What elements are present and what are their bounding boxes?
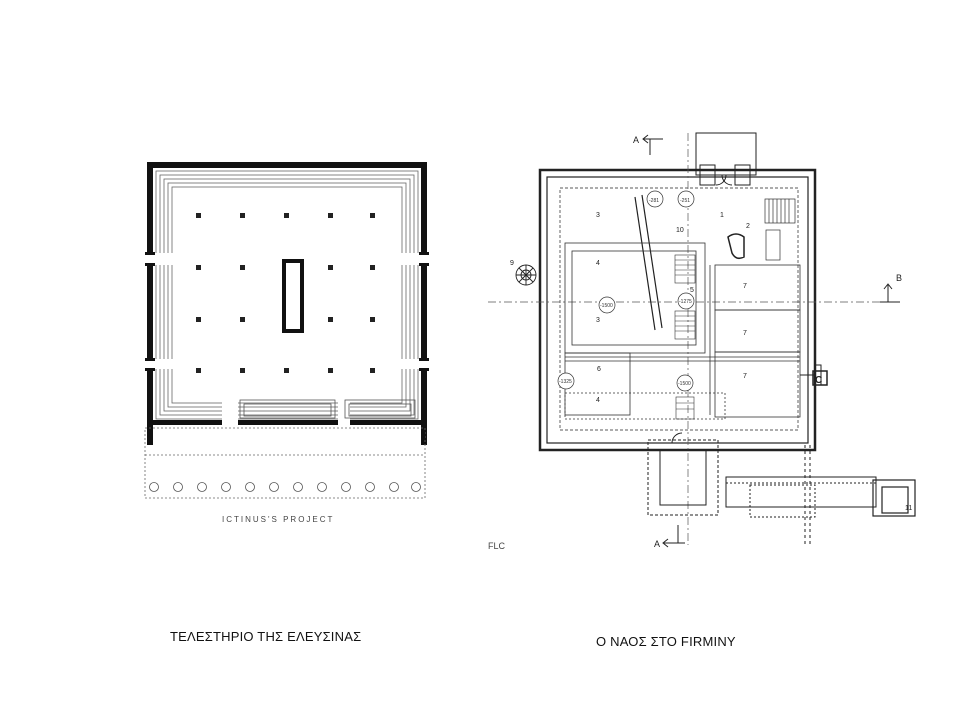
room-number: 4 xyxy=(596,260,600,267)
outer-walls xyxy=(147,162,427,445)
annex-room xyxy=(872,479,916,517)
room-number: 10 xyxy=(676,227,684,234)
lower-entrance xyxy=(647,432,719,516)
stair-top-right xyxy=(764,198,796,261)
side-corridor xyxy=(725,364,877,545)
room-number: 11 xyxy=(905,505,912,512)
seating-steps xyxy=(155,170,419,420)
column-grid xyxy=(196,213,375,373)
central-stairs xyxy=(674,254,696,420)
door-frames xyxy=(145,252,429,371)
room-number: 4 xyxy=(596,397,600,404)
level-mark-3: -1500 xyxy=(600,303,613,309)
section-marker-a-bottom xyxy=(662,525,685,548)
credit-label: FLC xyxy=(488,541,506,551)
room-number: 7 xyxy=(743,330,747,337)
diagonal-ramp xyxy=(634,194,663,331)
level-mark-2: -251 xyxy=(680,198,690,204)
anaktoron xyxy=(282,259,304,333)
section-label-a-top: A xyxy=(633,135,639,145)
room-number: 6 xyxy=(597,366,601,373)
interior-rooms xyxy=(564,242,801,420)
caption-telesterion: ΤΕΛΕΣΤΗΡΙΟ ΤΗΣ ΕΛΕΥΣΙΝΑΣ xyxy=(170,629,362,644)
marker-c xyxy=(812,370,828,386)
room-number: 5 xyxy=(690,287,694,294)
room-number: 9 xyxy=(510,260,514,267)
spiral-stair xyxy=(515,264,537,286)
section-marker-a-top xyxy=(642,134,663,155)
level-mark-1: -281 xyxy=(649,198,659,204)
level-mark-4: -1275 xyxy=(679,299,692,305)
room-number: 7 xyxy=(743,283,747,290)
top-entrance xyxy=(695,132,757,186)
front-seating-blocks xyxy=(239,399,416,419)
room-number: 3 xyxy=(596,317,600,324)
room-number: 2 xyxy=(746,223,750,230)
room-number: 3 xyxy=(596,212,600,219)
caption-firminy: Ο ΝΑΟΣ ΣΤΟ FIRMINY xyxy=(596,634,736,649)
level-mark-5: -1325 xyxy=(559,379,572,385)
firminy-floor-plan: A A B xyxy=(488,132,916,551)
room-number: 1 xyxy=(720,212,724,219)
section-label-c: C xyxy=(815,375,822,386)
section-marker-b xyxy=(880,283,900,303)
plan-inscription: ICTINUS'S PROJECT xyxy=(222,515,334,524)
section-label-b: B xyxy=(896,273,902,283)
telesterion-floor-plan: ICTINUS'S PROJECT xyxy=(144,162,430,524)
portico xyxy=(144,427,426,499)
level-mark-6: -1500 xyxy=(678,381,691,387)
section-label-a-bottom: A xyxy=(654,539,660,549)
room-number: 7 xyxy=(743,373,747,380)
portico-columns xyxy=(149,482,421,492)
pulpit-shape xyxy=(727,233,745,260)
level-marker-circles xyxy=(557,190,695,392)
portico-wall-ends xyxy=(147,430,425,440)
